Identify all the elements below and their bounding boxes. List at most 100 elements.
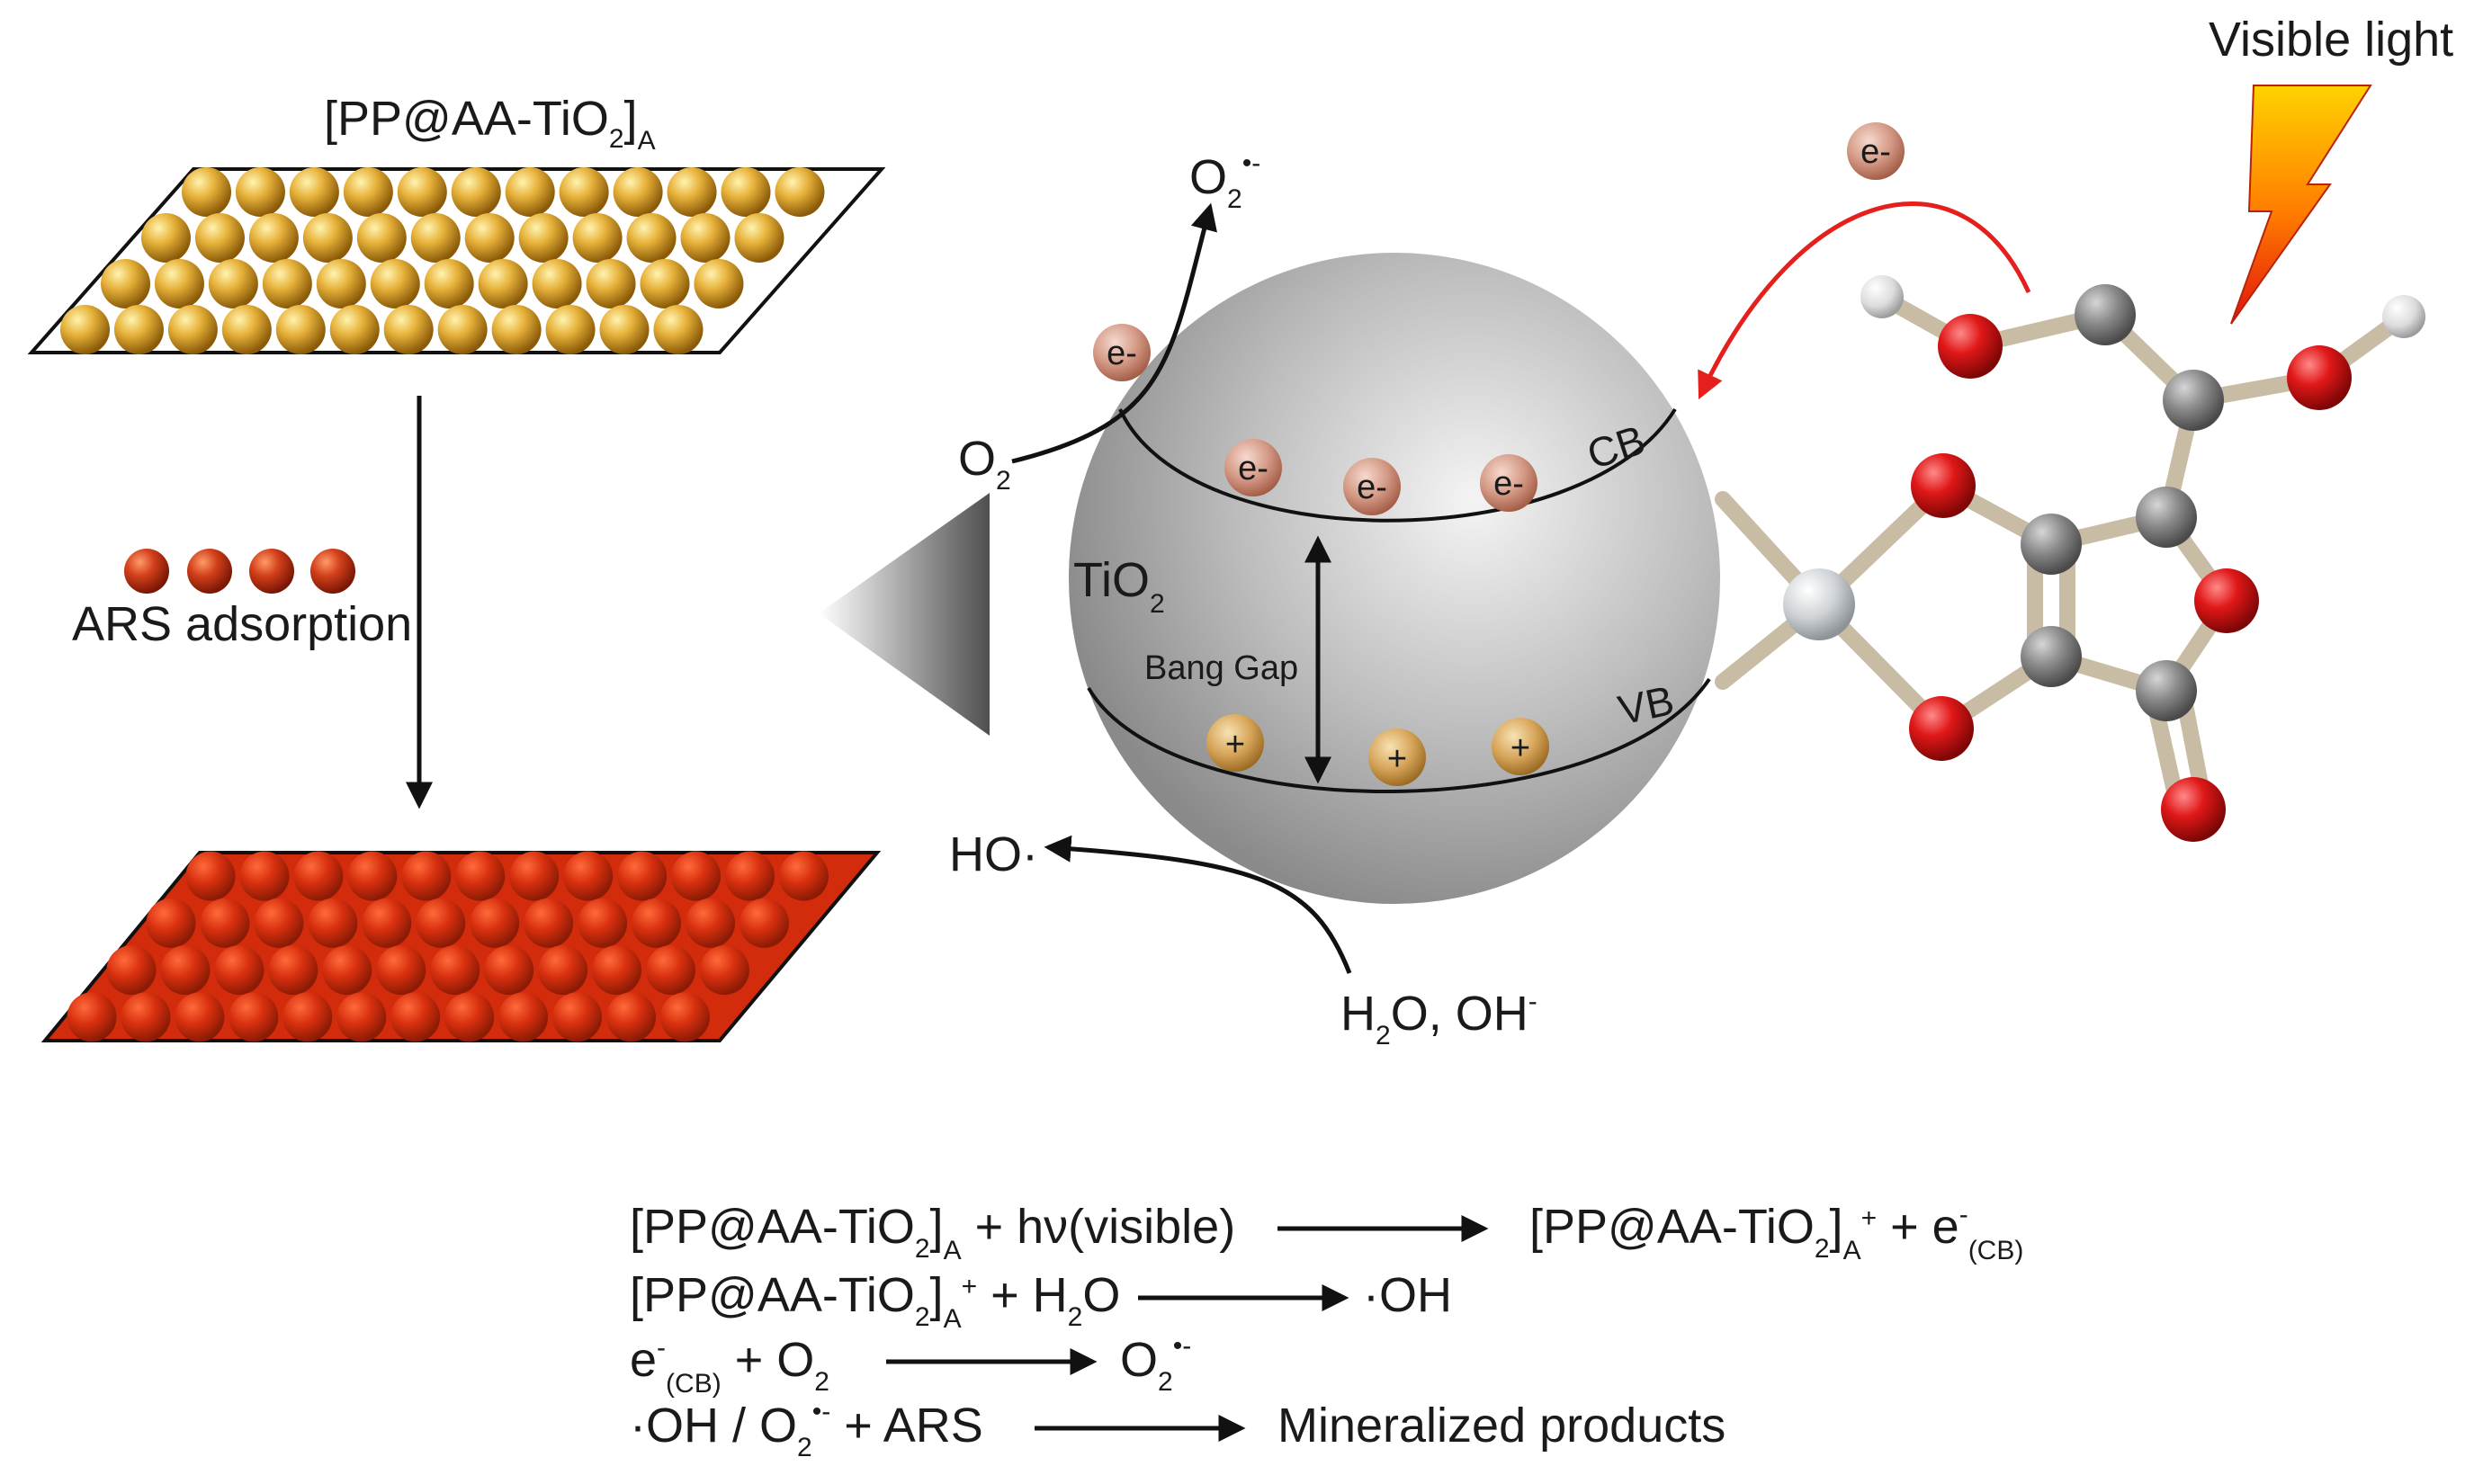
adsorbed-ars-particle bbox=[444, 992, 495, 1042]
gold-nanoparticle bbox=[626, 213, 677, 263]
adsorbed-ars-particle bbox=[376, 945, 426, 996]
gold-nanoparticle bbox=[262, 259, 312, 308]
gold-nanoparticle bbox=[275, 305, 326, 354]
svg-text:+: + bbox=[1225, 726, 1245, 764]
o2-label: O2 bbox=[958, 432, 1011, 496]
adsorbed-ars-particle bbox=[175, 992, 225, 1042]
adsorbed-ars-particle bbox=[268, 945, 318, 996]
superoxide-label: O2•- bbox=[1189, 148, 1260, 214]
adsorbed-ars-particle bbox=[239, 851, 290, 901]
gold-nanoparticle bbox=[167, 305, 218, 354]
sheet-top-label: [PP@AA-TiO2]A bbox=[324, 92, 656, 156]
adsorbed-ars-particle bbox=[322, 945, 372, 996]
gold-nanoparticle bbox=[532, 259, 582, 308]
adsorbed-ars-particle bbox=[146, 898, 196, 948]
gold-nanoparticle-grid bbox=[60, 167, 825, 354]
ars-adsorption-label: ARS adsorption bbox=[72, 597, 412, 651]
gold-nanoparticle bbox=[410, 213, 461, 263]
adsorbed-ars-particle bbox=[455, 851, 506, 901]
gold-nanoparticle bbox=[734, 213, 784, 263]
adsorbed-ars-particle bbox=[646, 945, 695, 996]
adsorbed-ars-particle bbox=[509, 851, 560, 901]
electron-injected: e- bbox=[1847, 122, 1905, 180]
adsorbed-ars-particle bbox=[362, 898, 412, 948]
vb-label: VB bbox=[1614, 676, 1678, 734]
ho-radical-label: HO· bbox=[949, 827, 1038, 881]
adsorbed-ars-particle bbox=[632, 898, 682, 948]
adsorbed-ars-particle bbox=[617, 851, 668, 901]
ars-molecules bbox=[124, 549, 355, 594]
gold-nanoparticle bbox=[302, 213, 353, 263]
equation-4-lhs: ·OH / O2•- + ARS bbox=[630, 1397, 983, 1462]
svg-text:+: + bbox=[1387, 740, 1407, 778]
gold-nanoparticle bbox=[101, 259, 150, 308]
gold-nanoparticle bbox=[248, 213, 299, 263]
adsorbed-ars-particle bbox=[430, 945, 480, 996]
electron-injection-arrow bbox=[1698, 201, 2031, 400]
adsorbed-ars-particle bbox=[67, 992, 117, 1042]
adsorbed-ars-particle bbox=[671, 851, 722, 901]
equation-1-lhs: [PP@AA-TiO2]A + hν(visible) bbox=[630, 1200, 1235, 1265]
adsorbed-ars-particle bbox=[282, 992, 333, 1042]
gold-nanoparticle bbox=[451, 167, 501, 217]
adsorbed-ars-particle bbox=[390, 992, 441, 1042]
adsorbed-ars-particle bbox=[659, 992, 710, 1042]
gold-nanoparticle bbox=[141, 213, 191, 263]
gold-nanoparticle bbox=[680, 213, 731, 263]
adsorbed-ars-particle bbox=[200, 898, 250, 948]
gold-nanoparticle bbox=[60, 305, 110, 354]
gold-nanoparticle bbox=[329, 305, 380, 354]
adsorbed-ars-particle bbox=[121, 992, 171, 1042]
band-gap-label: Bang Gap bbox=[1144, 649, 1298, 687]
gold-nanoparticle bbox=[194, 213, 245, 263]
gold-nanoparticle bbox=[370, 259, 420, 308]
adsorbed-ars-particle bbox=[347, 851, 398, 901]
gold-nanoparticle bbox=[424, 259, 474, 308]
gold-nanoparticle bbox=[694, 259, 744, 308]
adsorbed-ars-particle bbox=[778, 851, 829, 901]
gold-nanoparticle bbox=[653, 305, 704, 354]
o2-reduction-arrow bbox=[1011, 202, 1217, 464]
electron-transfer-o2: e- bbox=[1093, 324, 1151, 381]
adsorbed-ars-particle bbox=[725, 851, 775, 901]
adsorbed-ars-particle bbox=[401, 851, 452, 901]
lightning-bolt-icon bbox=[2230, 85, 2372, 325]
water-oxidation-arrow bbox=[1044, 835, 1352, 974]
adsorbed-ars-particle bbox=[498, 992, 549, 1042]
adsorbed-ars-particle bbox=[254, 898, 304, 948]
gold-nanoparticle bbox=[113, 305, 164, 354]
gold-nanoparticle bbox=[478, 259, 528, 308]
adsorbed-ars-particle bbox=[484, 945, 534, 996]
adsorbed-ars-particle bbox=[336, 992, 387, 1042]
gold-nanoparticle bbox=[613, 167, 663, 217]
adsorbed-ars-particle bbox=[214, 945, 264, 996]
adsorbed-ars-particle bbox=[739, 898, 789, 948]
electron-cb-1: e- bbox=[1224, 439, 1282, 496]
svg-text:e-: e- bbox=[1493, 465, 1524, 503]
gold-nanoparticle bbox=[721, 167, 771, 217]
gold-nanoparticle bbox=[559, 167, 609, 217]
gold-nanoparticle bbox=[208, 259, 258, 308]
electron-cb-3: e- bbox=[1480, 454, 1537, 512]
adsorbed-ars-particle bbox=[606, 992, 656, 1042]
gold-nanoparticle bbox=[182, 167, 231, 217]
gold-nanoparticle bbox=[518, 213, 569, 263]
ars-molecule-atoms bbox=[1783, 275, 2425, 842]
adsorbed-ars-particle bbox=[524, 898, 574, 948]
adsorbed-ars-particle bbox=[106, 945, 157, 996]
adsorbed-ars-particle bbox=[229, 992, 279, 1042]
visible-light-label: Visible light bbox=[2209, 13, 2453, 67]
gold-nanoparticle bbox=[775, 167, 825, 217]
gold-nanoparticle bbox=[289, 167, 339, 217]
conduction-band-line bbox=[1118, 407, 1677, 523]
svg-text:e-: e- bbox=[1107, 335, 1137, 372]
hole-vb-2: + bbox=[1368, 729, 1426, 786]
gold-nanoparticle bbox=[586, 259, 636, 308]
gold-nanoparticle bbox=[221, 305, 272, 354]
adsorbed-ars-particle bbox=[416, 898, 466, 948]
adsorbed-ars-particle bbox=[699, 945, 749, 996]
gold-nanoparticle bbox=[316, 259, 366, 308]
adsorbed-ars-particle bbox=[686, 898, 735, 948]
adsorbed-ars-particle bbox=[578, 898, 628, 948]
